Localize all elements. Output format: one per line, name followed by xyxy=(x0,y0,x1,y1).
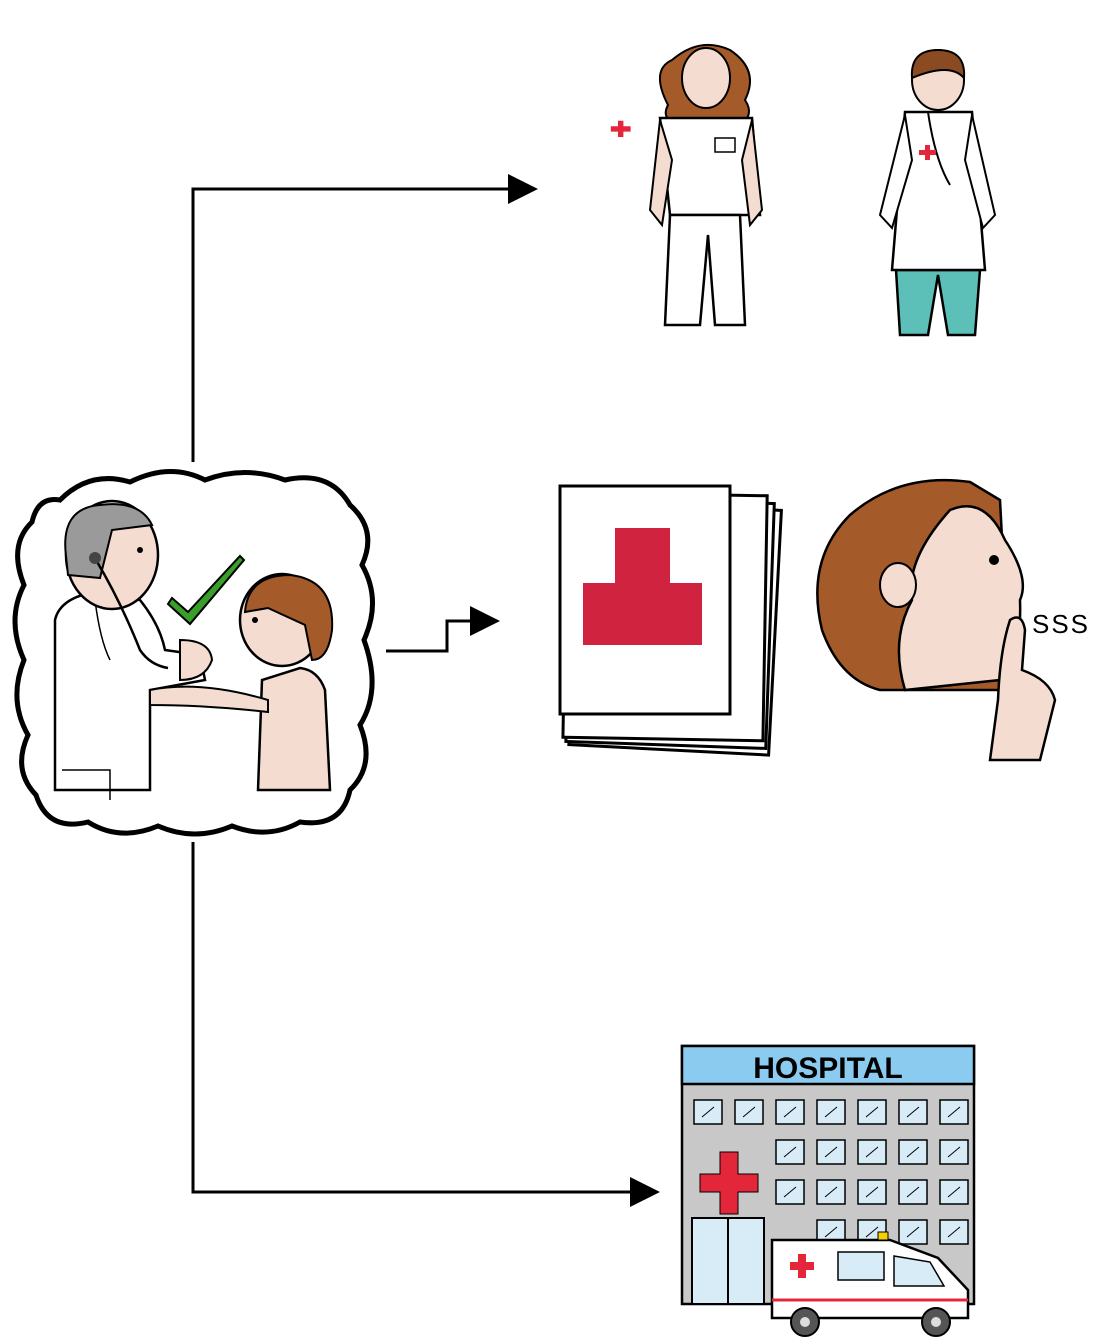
arrow-to-staff xyxy=(191,174,538,462)
doctor-figure xyxy=(53,499,214,800)
window-glare xyxy=(947,1146,961,1158)
window-glare xyxy=(865,1146,879,1158)
window-glare xyxy=(824,1226,838,1238)
medical-records-icon xyxy=(558,484,783,757)
window-glare xyxy=(865,1106,879,1118)
window-glare xyxy=(783,1186,797,1198)
window-glare xyxy=(947,1226,961,1238)
window-glare xyxy=(906,1106,920,1118)
window-glare xyxy=(824,1146,838,1158)
hospital-window xyxy=(898,1179,928,1205)
window-glare xyxy=(824,1106,838,1118)
connectors xyxy=(191,174,660,1207)
hospital-window xyxy=(693,1099,723,1125)
shh-sound-label: SSS xyxy=(1032,609,1090,639)
window-glare xyxy=(906,1146,920,1158)
doctor-figure-standing xyxy=(878,48,997,337)
window-glare xyxy=(701,1106,715,1118)
window-glare xyxy=(906,1226,920,1238)
arrow-to-records xyxy=(386,606,500,653)
hospital-windows xyxy=(693,1099,969,1245)
arrow-to-hospital xyxy=(191,842,660,1207)
hospital-sign-label: HOSPITAL xyxy=(753,1052,902,1085)
window-glare xyxy=(906,1186,920,1198)
window-glare xyxy=(947,1106,961,1118)
window-glare xyxy=(783,1146,797,1158)
nurse-figure xyxy=(610,43,764,327)
window-glare xyxy=(947,1186,961,1198)
hospital-red-cross-icon xyxy=(699,1151,759,1215)
doctor-checkup-pictogram xyxy=(12,469,375,837)
window-glare xyxy=(824,1186,838,1198)
check-mark-icon xyxy=(166,554,246,626)
hospital-icon: HOSPITAL xyxy=(680,1044,976,1337)
window-glare xyxy=(865,1226,879,1238)
ambulance-icon xyxy=(770,1231,970,1337)
window-glare xyxy=(783,1106,797,1118)
hospital-window xyxy=(816,1099,846,1125)
window-glare xyxy=(742,1106,756,1118)
confidentiality-icon: SSS xyxy=(816,478,1090,762)
window-glare xyxy=(865,1186,879,1198)
patient-figure xyxy=(149,572,334,792)
